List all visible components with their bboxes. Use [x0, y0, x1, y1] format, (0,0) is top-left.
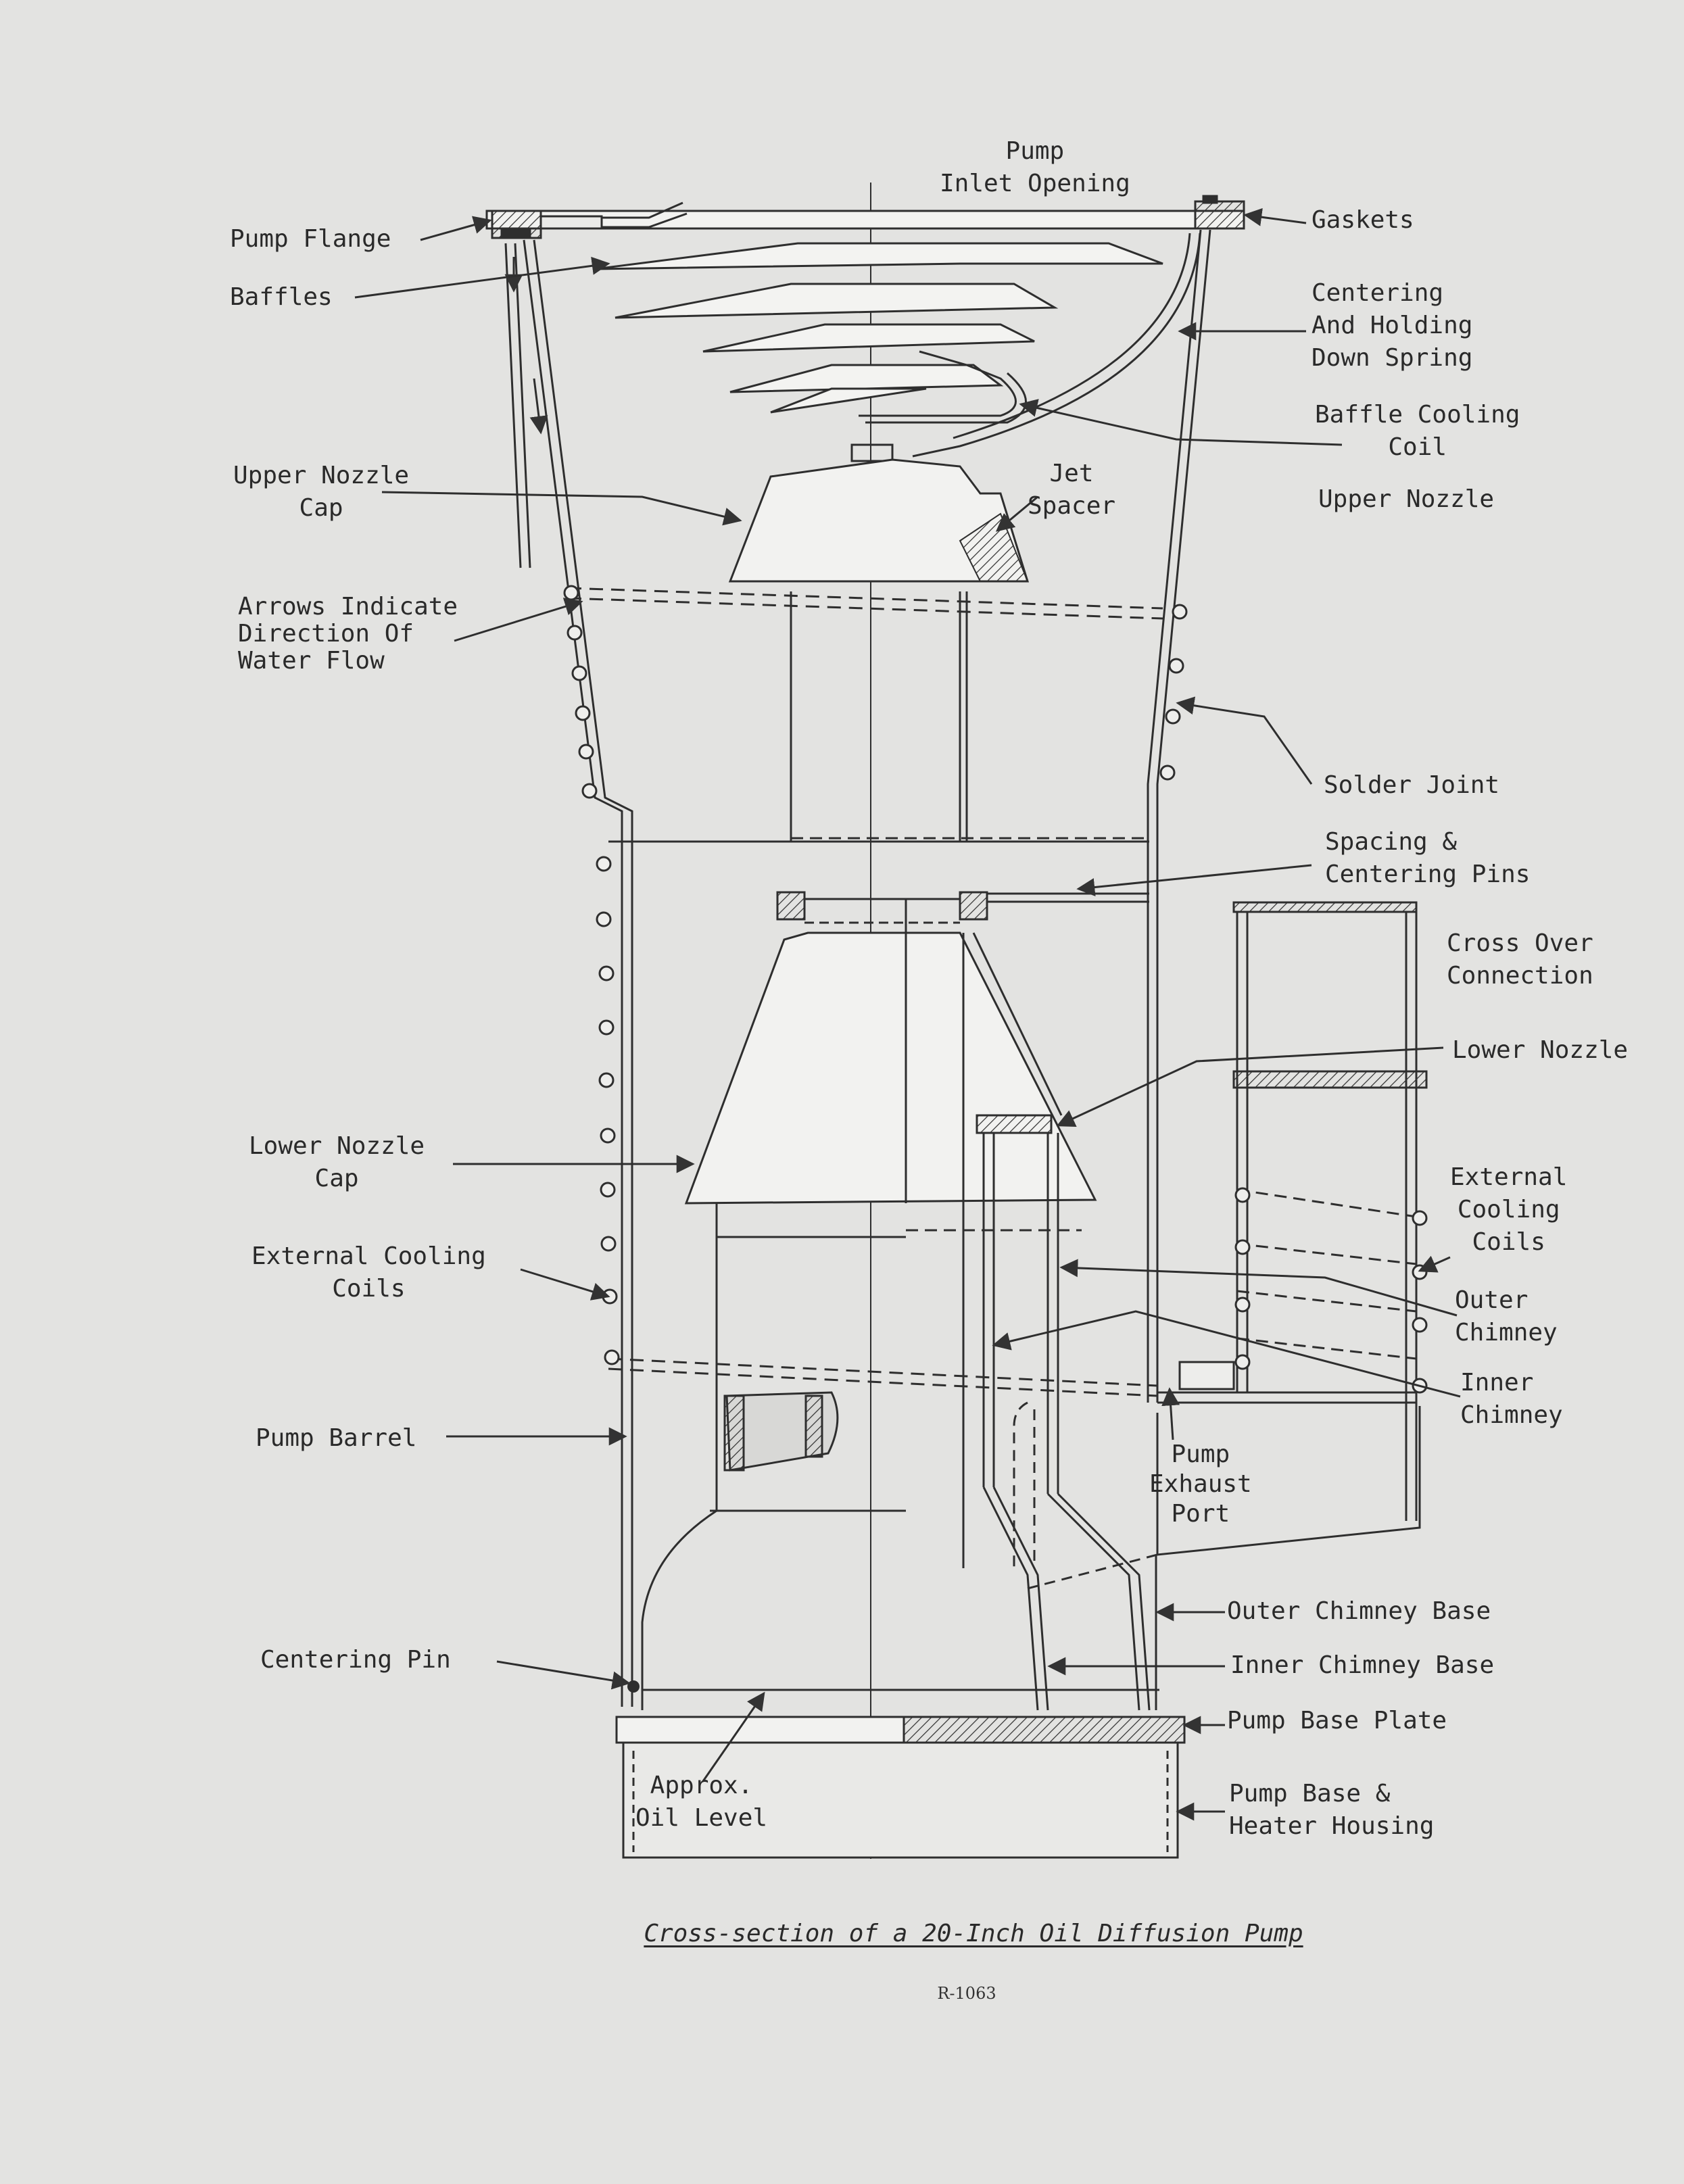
- baffle-1: [594, 242, 1163, 270]
- pump-barrel-left-wall: [523, 239, 623, 1707]
- label-jet-spacer: Jet Spacer: [1028, 460, 1116, 520]
- label-pump-exhaust-port: Pump Exhaust Port: [1149, 1440, 1252, 1528]
- inner-chimney-base: [982, 1486, 1039, 1711]
- cross-over-walls: [1236, 912, 1418, 1521]
- pump-base-plate-left: [615, 1716, 905, 1744]
- label-upper-nozzle-cap: Upper Nozzle Cap: [233, 462, 410, 522]
- leader-lower-nozzle: [1056, 1046, 1444, 1127]
- baffle-4: [729, 364, 1004, 393]
- flange-right-hatch: [1194, 200, 1245, 230]
- label-approx-oil-level: Approx. Oil Level: [635, 1772, 768, 1832]
- leader-exhaust-port: [1161, 1387, 1180, 1440]
- leader-outer-chimney: [1059, 1259, 1458, 1317]
- label-centering-spring: Centering And Holding Down Spring: [1312, 279, 1473, 372]
- label-centering-pin: Centering Pin: [260, 1646, 451, 1674]
- pump-base-plate-right: [903, 1716, 1186, 1744]
- lower-nozzle-cap: [684, 931, 1097, 1205]
- exhaust-port-duct: [1156, 1406, 1421, 1556]
- baffle-cooling-coil: [859, 350, 1017, 417]
- barrel-lower-left: [641, 1509, 717, 1710]
- cross-over-top: [1232, 901, 1418, 913]
- label-pump-barrel: Pump Barrel: [256, 1424, 417, 1452]
- outer-chimney-base: [1057, 1493, 1151, 1711]
- baffle-5: [770, 387, 927, 414]
- cooling-coils-left: [563, 585, 620, 1365]
- cross-over-ring: [1232, 1070, 1428, 1089]
- gasket-left: [500, 227, 531, 239]
- leader-pump-flange: [420, 216, 492, 241]
- leader-ext-coils-left: [520, 1268, 610, 1301]
- upper-nozzle-column: [790, 591, 961, 842]
- label-pump-inlet-opening: Pump Inlet Opening: [940, 137, 1130, 197]
- exhaust-port-body: [1178, 1361, 1235, 1390]
- outer-chimney: [1047, 1133, 1059, 1494]
- label-pump-base-plate: Pump Base Plate: [1227, 1707, 1447, 1734]
- spacing-ring-right: [959, 891, 988, 921]
- leader-gaskets: [1243, 208, 1307, 226]
- label-pump-flange: Pump Flange: [230, 225, 391, 253]
- baffle-3: [702, 323, 1035, 353]
- label-inner-chimney: Inner Chimney: [1460, 1369, 1563, 1429]
- lower-nozzle-ring: [976, 1114, 1053, 1134]
- baffle-2: [615, 283, 1059, 319]
- label-arrows-water-flow: Arrows Indicate Direction Of Water Flow: [238, 593, 458, 675]
- label-lower-nozzle-cap: Lower Nozzle Cap: [249, 1132, 425, 1192]
- label-baffles: Baffles: [230, 283, 333, 311]
- leader-jet-spacer: [995, 495, 1038, 532]
- leader-inner-chimney: [992, 1310, 1461, 1398]
- leader-baffles: [354, 256, 610, 299]
- leader-oil-level: [702, 1691, 765, 1782]
- cooling-coils-right: [1159, 604, 1428, 1394]
- label-outer-chimney-base: Outer Chimney Base: [1227, 1597, 1491, 1625]
- label-spacing-pins: Spacing & Centering Pins: [1325, 828, 1531, 888]
- centering-pin-mark: [627, 1680, 640, 1693]
- label-gaskets: Gaskets: [1312, 206, 1414, 234]
- leader-solder-joint: [1176, 696, 1313, 785]
- label-lower-nozzle: Lower Nozzle: [1452, 1036, 1629, 1064]
- gasket-right: [1202, 195, 1218, 204]
- upper-nozzle-cap: [728, 458, 1030, 583]
- jet-spacer: [959, 512, 1029, 582]
- label-pump-base-heater: Pump Base & Heater Housing: [1229, 1780, 1435, 1840]
- label-baffle-cooling-coil: Baffle Cooling Coil: [1315, 401, 1520, 461]
- figure-number: R-1063: [937, 1984, 996, 2003]
- nozzle-cap-top: [850, 443, 894, 462]
- leader-centering-pin: [496, 1660, 631, 1690]
- leader-baffle-coil: [1019, 399, 1343, 446]
- figure-caption: Cross-section of a 20-Inch Oil Diffusion…: [644, 1920, 1303, 1947]
- water-jacket-left: [504, 243, 522, 568]
- centering-spring: [912, 233, 1201, 458]
- label-external-cooling-coils-left: External Cooling Coils: [251, 1242, 486, 1303]
- leader-upper-nozzle-cap: [381, 491, 742, 526]
- inner-chimney: [982, 1133, 995, 1487]
- leader-spacing-pins: [1076, 864, 1312, 896]
- leader-arrows: [454, 598, 583, 642]
- label-upper-nozzle: Upper Nozzle: [1318, 485, 1495, 513]
- label-external-cooling-coils-right: External Cooling Coils: [1450, 1163, 1568, 1256]
- label-solder-joint: Solder Joint: [1324, 771, 1500, 799]
- pump-barrel-right-wall: [1156, 229, 1211, 1403]
- leader-ext-coils-right: [1418, 1255, 1451, 1273]
- label-outer-chimney: Outer Chimney: [1455, 1286, 1558, 1346]
- label-cross-over: Cross Over Connection: [1447, 929, 1593, 990]
- spacing-ring-left: [776, 891, 806, 921]
- label-inner-chimney-base: Inner Chimney Base: [1230, 1651, 1495, 1679]
